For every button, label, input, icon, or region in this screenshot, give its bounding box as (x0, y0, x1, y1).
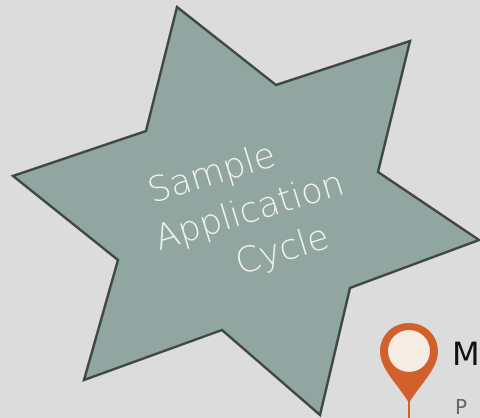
six-point-star: Sample Application Cycle (10, 4, 480, 418)
pin-inner-circle (388, 330, 430, 372)
star-shape (10, 4, 480, 418)
map-pin-icon (380, 323, 438, 418)
milestone-title: M (452, 335, 480, 373)
milestone-subtitle: P (455, 395, 467, 418)
